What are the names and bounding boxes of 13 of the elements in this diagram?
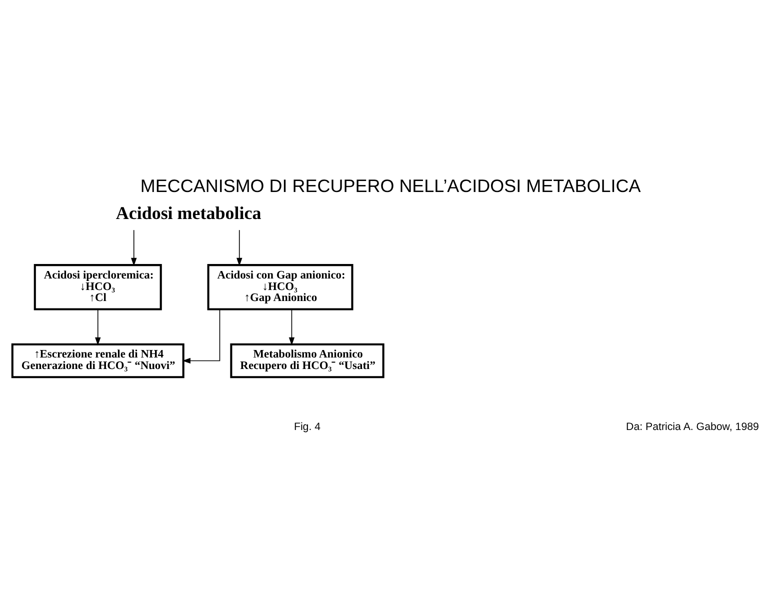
node-box: ↑Escrezione renale di NH4 Generazione di HCO₃⁻ “Nuovi” — [11, 343, 184, 378]
label: Da: Patricia A. Gabow, 1989 — [626, 420, 759, 433]
arrow — [236, 230, 242, 266]
arrow — [131, 230, 137, 266]
arrow — [95, 308, 101, 346]
diagram-title: MECCANISMO DI RECUPERO NELL’ACIDOSI METABOLICA — [140, 176, 641, 196]
node-text: Acidosi metabolica — [116, 202, 262, 223]
node-box: Acidosi ipercloremica: ↓HCO₃ ↑Cl — [34, 264, 162, 310]
node-box: Acidosi con Gap anionico: ↓HCO₃ ↑Gap Anionico — [207, 264, 354, 310]
label: Fig. 4 — [294, 420, 321, 433]
node-box: Metabolismo Anionico Recupero di HCO₃⁻ “Usati” — [230, 343, 384, 378]
arrow — [288, 308, 295, 346]
arrow — [182, 308, 220, 364]
